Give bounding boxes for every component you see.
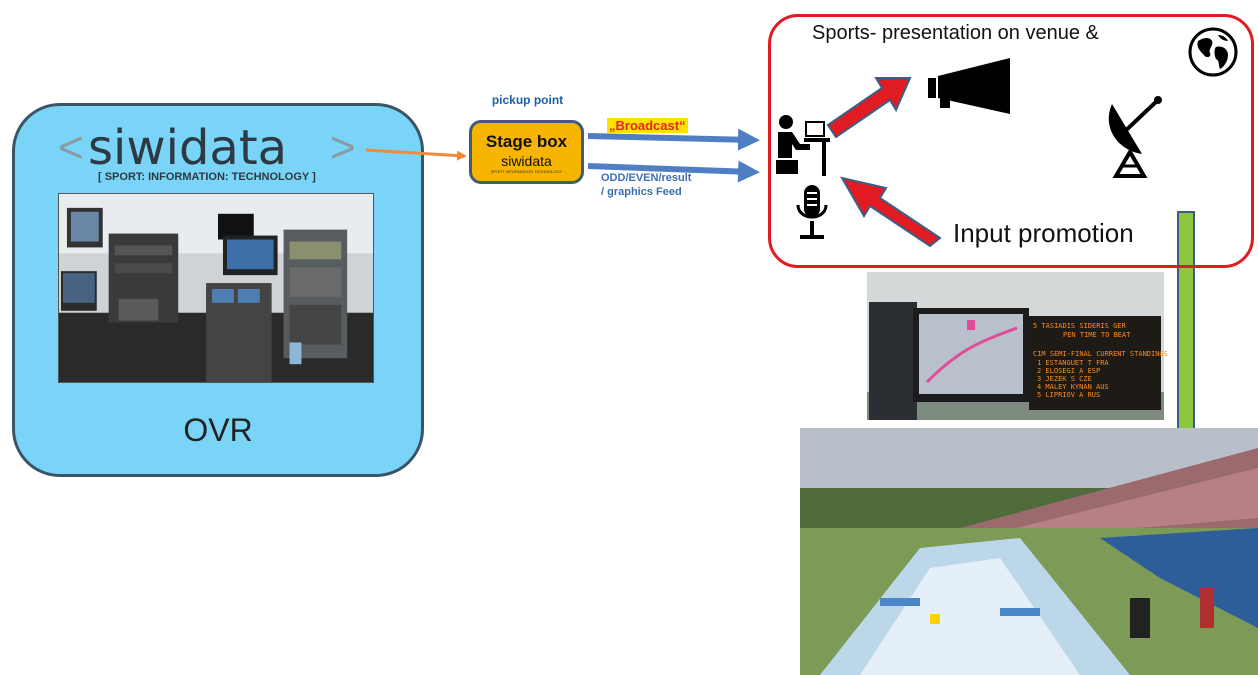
venue-container — [768, 14, 1254, 268]
ovr-equipment-photo — [58, 193, 374, 383]
siwidata-logo: < siwidata > [ SPORT: INFORMATION: TECHN… — [58, 120, 356, 183]
input-promotion-label: Input promotion — [953, 218, 1134, 248]
scoreboard-line: 1 ESTANGUET T FRA — [1037, 359, 1109, 367]
person-at-desk-icon — [776, 115, 830, 176]
blue-arrow — [587, 128, 760, 151]
ovr-label: OVR — [183, 412, 253, 448]
stage-box-subtitle: siwidata — [501, 153, 552, 169]
red-arrow — [839, 176, 942, 248]
scoreboard-line: 5 LIPRIOV A RUS — [1037, 391, 1100, 399]
svg-text:<: < — [58, 123, 84, 172]
scoreboard-photo: 5 TASIADIS SIDERIS GER PEN TIME TO BEAT … — [867, 272, 1168, 420]
svg-text:>: > — [330, 123, 356, 172]
satellite-dish-icon — [1108, 96, 1162, 178]
scoreboard-line: C1M SEMI-FINAL CURRENT STANDINGS — [1033, 350, 1168, 358]
scoreboard-line: 5 TASIADIS SIDERIS GER — [1033, 322, 1127, 330]
logo-text: siwidata — [88, 120, 287, 176]
scoreboard-line: 3 JEZEK S CZE — [1037, 375, 1092, 383]
stage-box-micro-text: SPORT INFORMATION TECHNOLOGY — [490, 169, 563, 174]
pickup-point-label: pickup point — [491, 93, 564, 107]
scoreboard-line: PEN TIME TO BEAT — [1063, 331, 1131, 339]
megaphone-icon — [928, 58, 1010, 114]
venue-photo — [800, 428, 1258, 675]
stage-box: Stage box siwidata SPORT INFORMATION TEC… — [469, 120, 584, 184]
logo-tagline: [ SPORT: INFORMATION: TECHNOLOGY ] — [98, 171, 316, 183]
scoreboard-line: 2 ELOSEGI A ESP — [1037, 367, 1100, 375]
venue-title: Sports- presentation on venue & — [812, 22, 1099, 44]
broadcast-label: „Broadcast“ — [607, 118, 688, 133]
red-arrow — [826, 77, 912, 139]
feed-label-line2: / graphics Feed — [601, 186, 682, 198]
scoreboard-line: 4 MALEY KYNAN AUS — [1037, 383, 1109, 391]
microphone-icon — [796, 185, 828, 239]
stage-box-title: Stage box — [485, 132, 568, 151]
blue-arrow — [587, 160, 760, 183]
orange-arrow — [365, 148, 467, 161]
feed-label-line1: ODD/EVEN/result — [601, 172, 692, 184]
globe-icon — [1188, 27, 1238, 77]
